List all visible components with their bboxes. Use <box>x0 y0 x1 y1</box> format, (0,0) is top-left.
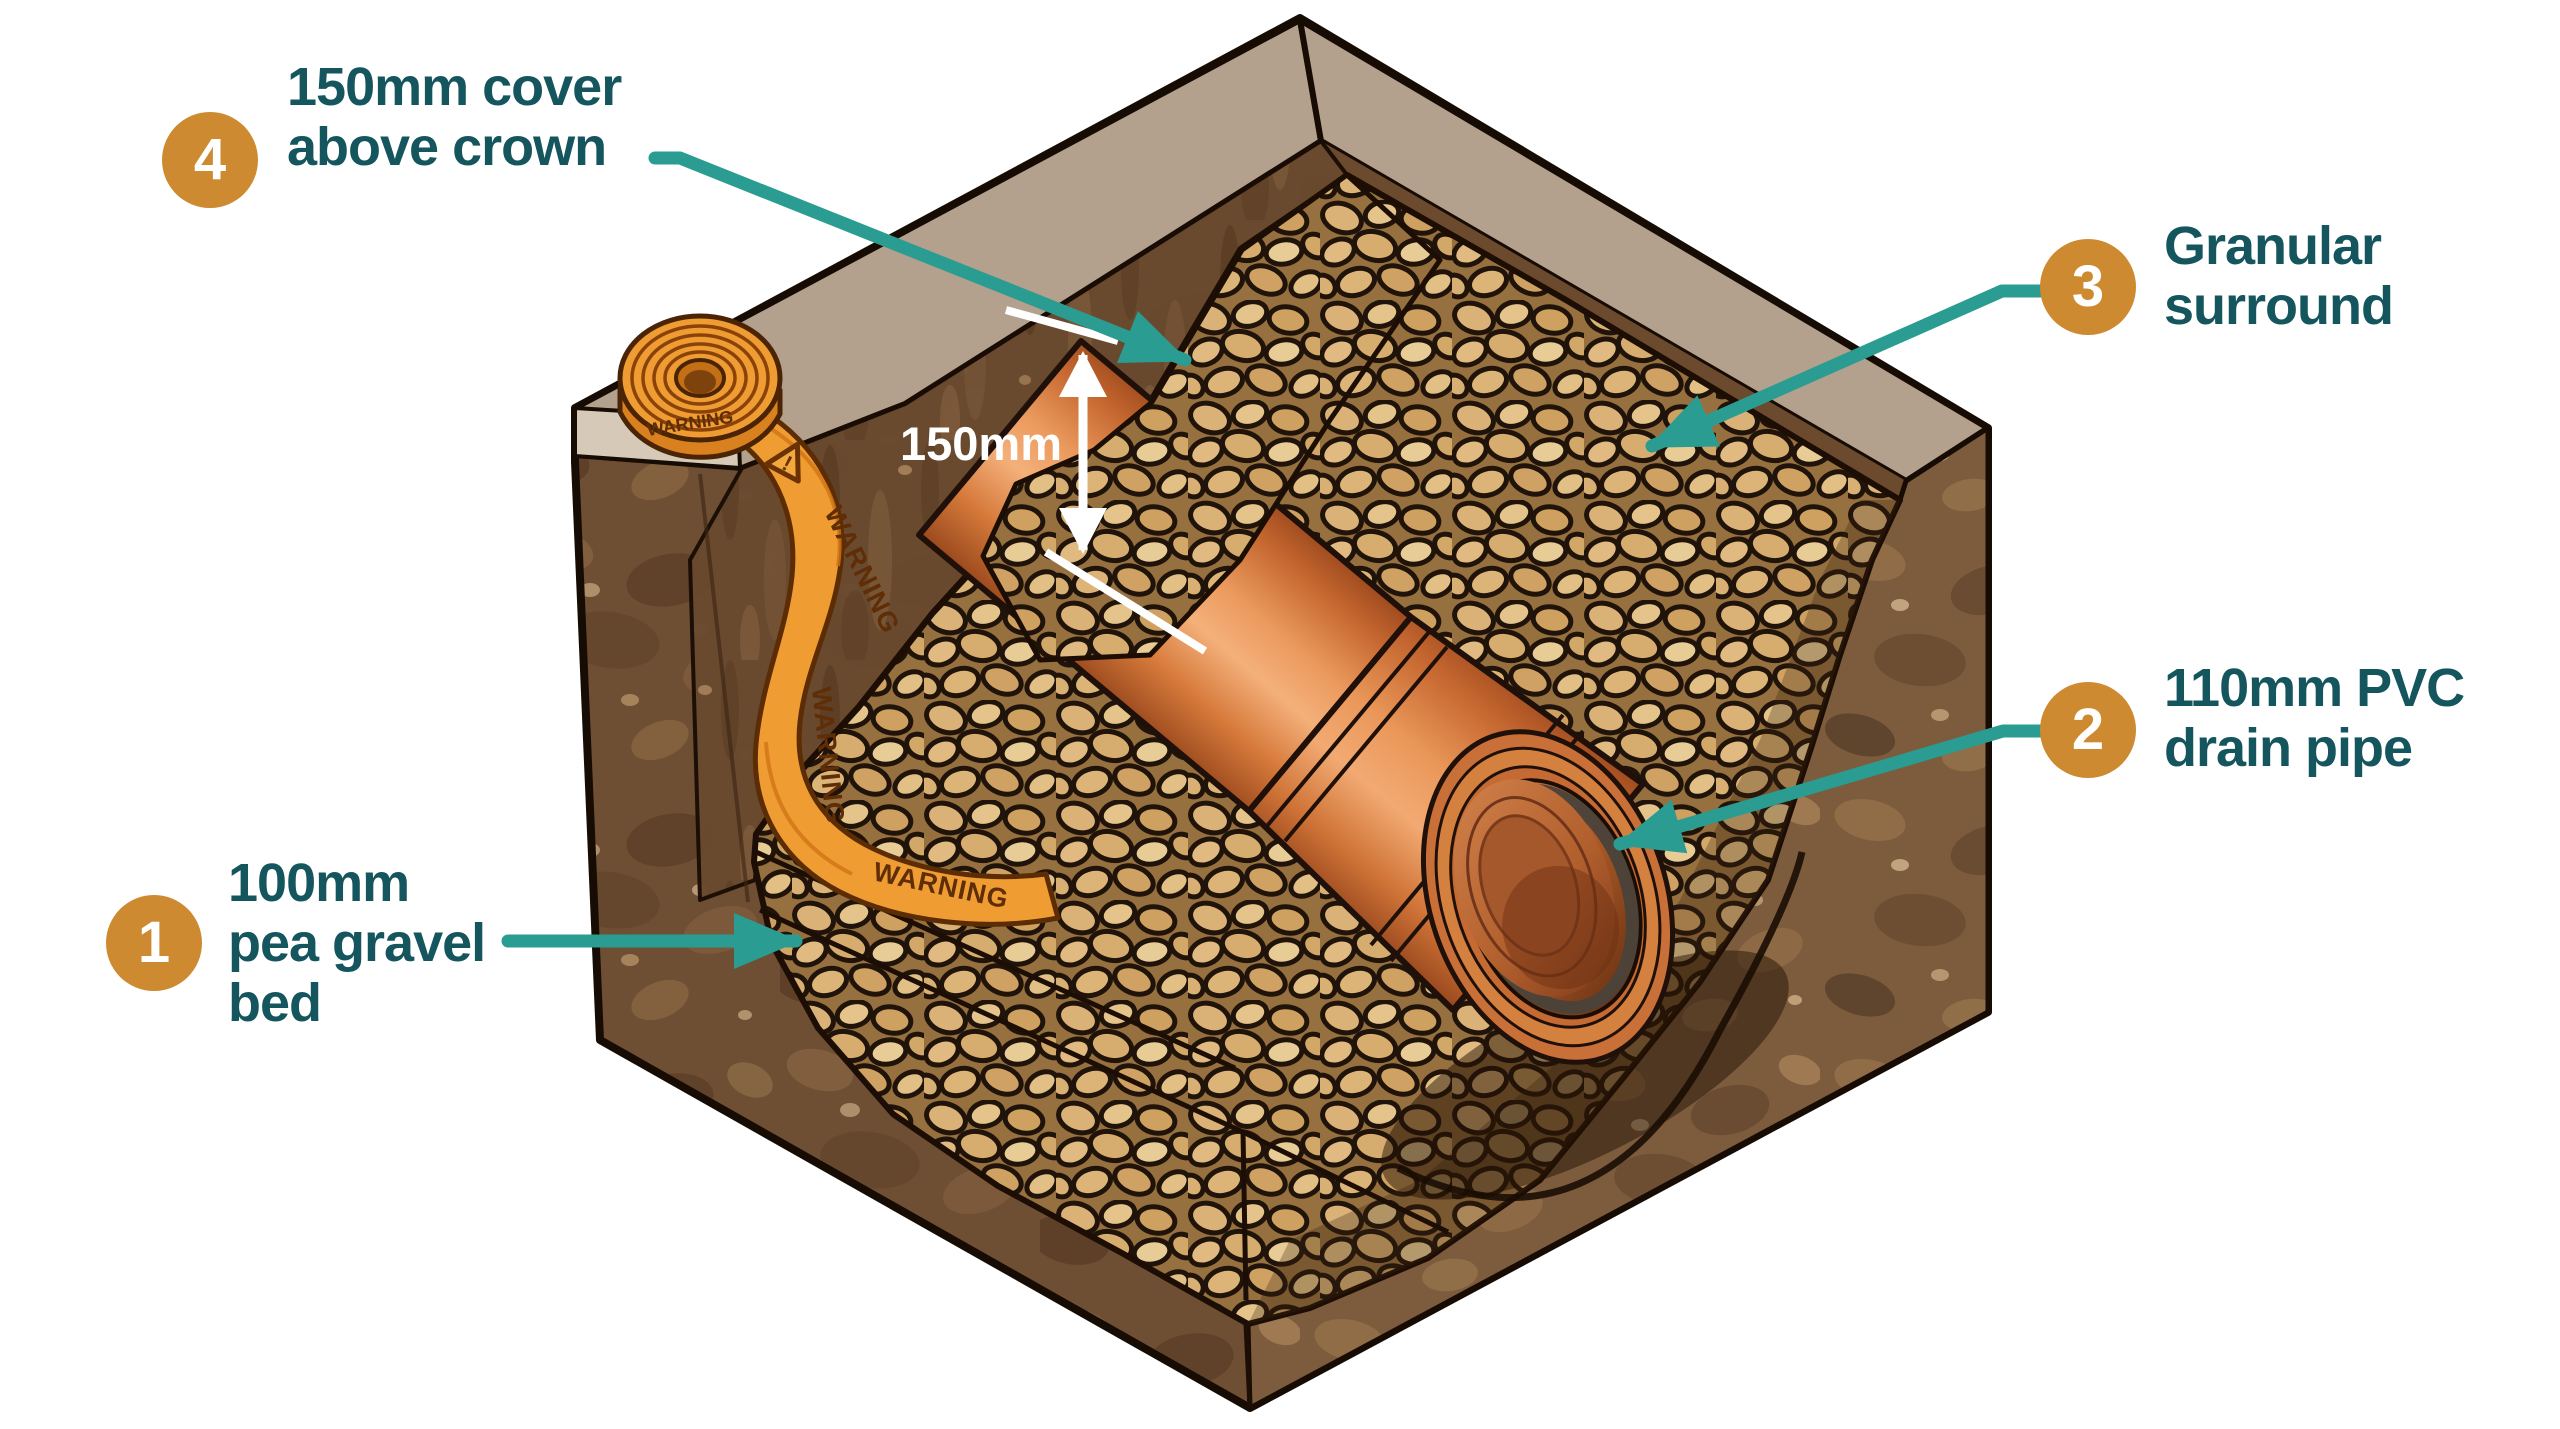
callout-3-line-2: surround <box>2164 276 2394 336</box>
gravel-hollow-rim <box>1396 851 1806 1201</box>
callout-4-line-2: above crown <box>287 117 607 177</box>
callout-2-badge: 2 <box>2040 682 2136 778</box>
wall-corner-line <box>698 473 750 903</box>
callout-1-line-1: 100mm <box>228 853 410 913</box>
arrow-cover-above-crown <box>648 151 1192 367</box>
dimension-value: 150mm <box>900 417 1062 470</box>
callout-2-line-2: drain pipe <box>2164 718 2413 778</box>
front-corner-line <box>1243 1323 1253 1409</box>
tape-roll: WARNING <box>617 313 783 460</box>
warning-triangle-icon: ! <box>763 441 801 484</box>
callout-3-label: Granular surround <box>2164 216 2394 336</box>
callout-3-badge: 3 <box>2040 239 2136 335</box>
callout-1-line-2: pea gravel <box>228 913 486 973</box>
pipe-mouth <box>1420 729 1676 1065</box>
callout-3-line-1: Granular <box>2164 216 2382 276</box>
callout-2-label: 110mm PVC drain pipe <box>2164 658 2465 778</box>
callout-1-label: 100mm pea gravel bed <box>228 853 486 1033</box>
arrow-granular-surround <box>1645 284 2047 453</box>
pipe-shadow <box>1381 950 1789 1200</box>
callout-1-line-3: bed <box>228 973 322 1033</box>
callout-2-line-1: 110mm PVC <box>2164 658 2465 718</box>
callout-4-line-1: 150mm cover <box>287 57 622 117</box>
callout-4-label: 150mm cover above crown <box>287 57 622 177</box>
dimension-150mm: 150mm <box>900 306 1208 655</box>
callout-4-badge: 4 <box>162 112 258 208</box>
arrow-drain-pipe <box>1613 724 2047 854</box>
callout-1-badge: 1 <box>106 895 202 991</box>
dimension-bottom-leader <box>1043 548 1208 655</box>
gravel-shading <box>1248 500 1900 1324</box>
dimension-top-leader <box>1004 306 1120 345</box>
tape-ribbon <box>719 397 1061 927</box>
